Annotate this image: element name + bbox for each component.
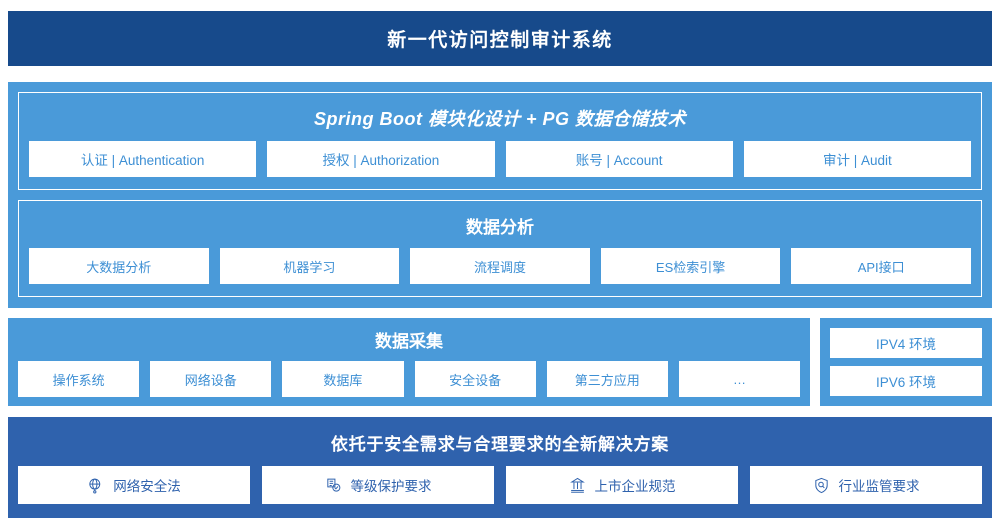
chip-label: 上市企业规范 [594,479,676,494]
data-collection-panel: 数据采集 操作系统 网络设备 数据库 安全设备 第三方应用 … [8,318,810,406]
compliance-chip-row: 网络安全法 等级保护要求 [18,466,982,504]
chip-row-data-collection: 操作系统 网络设备 数据库 安全设备 第三方应用 … [18,361,801,397]
chip-network-device[interactable]: 网络设备 [150,361,272,397]
subpanel-title-data-analysis: 数据分析 [466,218,534,237]
chip-machine-learning[interactable]: 机器学习 [219,248,400,284]
chip-classified-protection[interactable]: 等级保护要求 [262,466,494,504]
chip-big-data-analysis[interactable]: 大数据分析 [29,248,209,284]
compliance-panel: 依托于安全需求与合理要求的全新解决方案 网络安全法 [8,417,992,518]
chip-authorization[interactable]: 授权 | Authorization [267,141,495,177]
bank-building-icon [569,477,586,494]
chip-account[interactable]: 账号 | Account [505,141,733,177]
subpanel-spring-boot: Spring Boot 模块化设计 + PG 数据仓储技术 认证 | Authe… [18,92,982,190]
chip-label: 行业监管要求 [838,479,920,494]
subpanel-data-analysis: 数据分析 大数据分析 机器学习 流程调度 ES检索引擎 API接口 [18,200,982,297]
chip-ipv6-environment[interactable]: IPV6 环境 [830,366,982,396]
chip-api-interface[interactable]: API接口 [791,248,971,284]
chip-es-search-engine[interactable]: ES检索引擎 [600,248,781,284]
chip-more-ellipsis[interactable]: … [678,361,801,397]
chip-operating-system[interactable]: 操作系统 [18,361,140,397]
chip-label: 等级保护要求 [350,479,432,494]
chip-ipv4-environment[interactable]: IPV4 环境 [830,328,982,358]
globe-network-icon [87,477,104,494]
shield-search-icon [813,477,830,494]
compliance-panel-title: 依托于安全需求与合理要求的全新解决方案 [330,435,670,454]
chip-process-scheduling[interactable]: 流程调度 [410,248,590,284]
chip-label: 网络安全法 [113,479,181,494]
header-bar: 新一代访问控制审计系统 [8,11,992,66]
collection-layer-row: 数据采集 操作系统 网络设备 数据库 安全设备 第三方应用 … IPV4 环境 … [8,318,992,406]
page-title: 新一代访问控制审计系统 [387,30,613,51]
platform-layer-panel: Spring Boot 模块化设计 + PG 数据仓储技术 认证 | Authe… [8,82,992,308]
chip-row-data-analysis: 大数据分析 机器学习 流程调度 ES检索引擎 API接口 [29,248,971,284]
chip-third-party-app[interactable]: 第三方应用 [546,361,668,397]
chip-security-device[interactable]: 安全设备 [414,361,536,397]
chip-authentication[interactable]: 认证 | Authentication [29,141,257,177]
chip-cybersecurity-law[interactable]: 网络安全法 [18,466,250,504]
chip-listed-enterprise-standard[interactable]: 上市企业规范 [506,466,738,504]
chip-row-spring-boot: 认证 | Authentication 授权 | Authorization 账… [29,141,971,177]
chip-audit[interactable]: 审计 | Audit [743,141,971,177]
subpanel-title-data-collection: 数据采集 [375,332,443,351]
chip-database[interactable]: 数据库 [282,361,404,397]
environment-panel: IPV4 环境 IPV6 环境 [820,318,992,406]
document-check-icon [325,477,342,494]
subpanel-title-spring-boot: Spring Boot 模块化设计 + PG 数据仓储技术 [313,109,686,129]
chip-industry-regulation[interactable]: 行业监管要求 [750,466,982,504]
